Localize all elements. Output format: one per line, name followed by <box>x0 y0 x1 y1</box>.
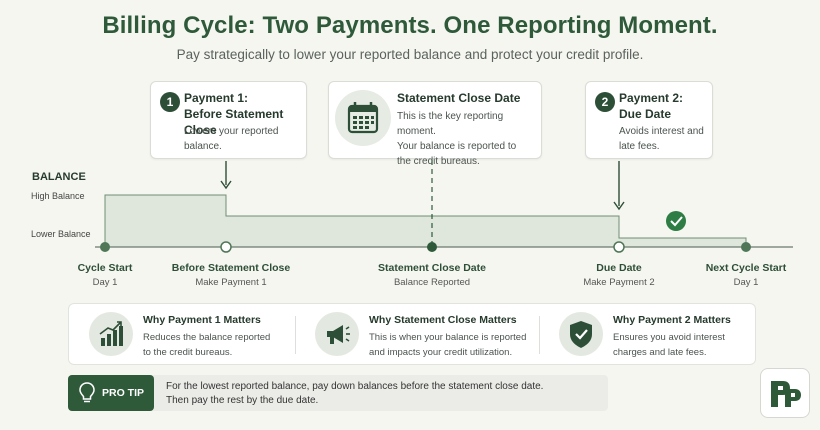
step-1-badge: 1 <box>160 92 180 112</box>
benefit3-text: Ensures you avoid interest charges and l… <box>613 332 725 358</box>
balance-timeline-diagram <box>95 160 793 253</box>
payment2-card: 2 Payment 2: Due Date Avoids interest an… <box>585 81 713 159</box>
page-subtitle: Pay strategically to lower your reported… <box>176 47 644 62</box>
sublabel-due-date: Make Payment 2 <box>583 277 655 288</box>
y-label-high: High Balance <box>31 191 85 201</box>
point-due-date <box>613 241 625 253</box>
payment2-description: Avoids interest and late fees. <box>619 126 704 152</box>
payment1-title: Payment 1: Before Statement Close <box>184 91 284 137</box>
benefit3-title: Why Payment 2 Matters <box>613 314 731 326</box>
sublabel-next-cycle: Day 1 <box>733 277 759 288</box>
megaphone-icon <box>315 312 359 356</box>
shield-check-icon <box>559 312 603 356</box>
point-next-cycle <box>741 242 751 252</box>
label-due-date: Due Date <box>596 262 642 274</box>
benefit-divider-2 <box>539 316 540 354</box>
benefits-panel: Why Payment 1 Matters Reduces the balanc… <box>68 303 756 365</box>
pro-tip-label: PRO TIP <box>102 387 145 399</box>
benefit1-text: Reduces the balance reported to the cred… <box>143 332 271 358</box>
label-before-statement: Before Statement Close <box>171 262 291 274</box>
payment1-arrow <box>220 161 232 190</box>
label-cycle-start: Cycle Start <box>77 262 133 274</box>
lightbulb-icon <box>78 381 96 405</box>
label-next-cycle: Next Cycle Start <box>705 262 787 274</box>
pro-tip-box <box>68 375 608 411</box>
payment1-card: 1 Payment 1: Before Statement Close Lowe… <box>150 81 307 159</box>
check-circle-icon <box>666 211 686 231</box>
statement-card: Statement Close Date This is the key rep… <box>328 81 542 167</box>
brand-logo <box>760 368 810 418</box>
payment2-arrow <box>613 161 625 211</box>
calendar-icon <box>335 90 391 146</box>
bar-chart-up-icon <box>89 312 133 356</box>
balance-area <box>104 194 747 248</box>
payment2-title: Payment 2: Due Date <box>619 91 684 121</box>
benefit2-title: Why Statement Close Matters <box>369 314 517 326</box>
payment1-description: Lowers your reported balance. <box>184 126 279 152</box>
pro-tip-text: For the lowest reported balance, pay dow… <box>166 381 544 406</box>
sublabel-statement-close: Balance Reported <box>393 277 471 288</box>
pro-tip-badge <box>68 375 154 411</box>
statement-title: Statement Close Date <box>397 91 521 105</box>
point-cycle-start <box>100 242 110 252</box>
page-title: Billing Cycle: Two Payments. One Reporti… <box>102 12 718 39</box>
point-statement-close <box>427 242 437 252</box>
benefit2-text: This is when your balance is reported an… <box>369 332 527 358</box>
step-2-badge: 2 <box>595 92 615 112</box>
sublabel-before-statement: Make Payment 1 <box>195 277 267 288</box>
benefit-divider-1 <box>295 316 296 354</box>
y-axis-title: BALANCE <box>32 171 86 183</box>
sublabel-cycle-start: Day 1 <box>92 277 118 288</box>
label-statement-close: Statement Close Date <box>378 262 486 274</box>
benefit1-title: Why Payment 1 Matters <box>143 314 261 326</box>
statement-description: This is the key reporting moment. Your b… <box>397 111 517 167</box>
y-label-low: Lower Balance <box>31 229 91 239</box>
point-before-statement <box>220 241 232 253</box>
